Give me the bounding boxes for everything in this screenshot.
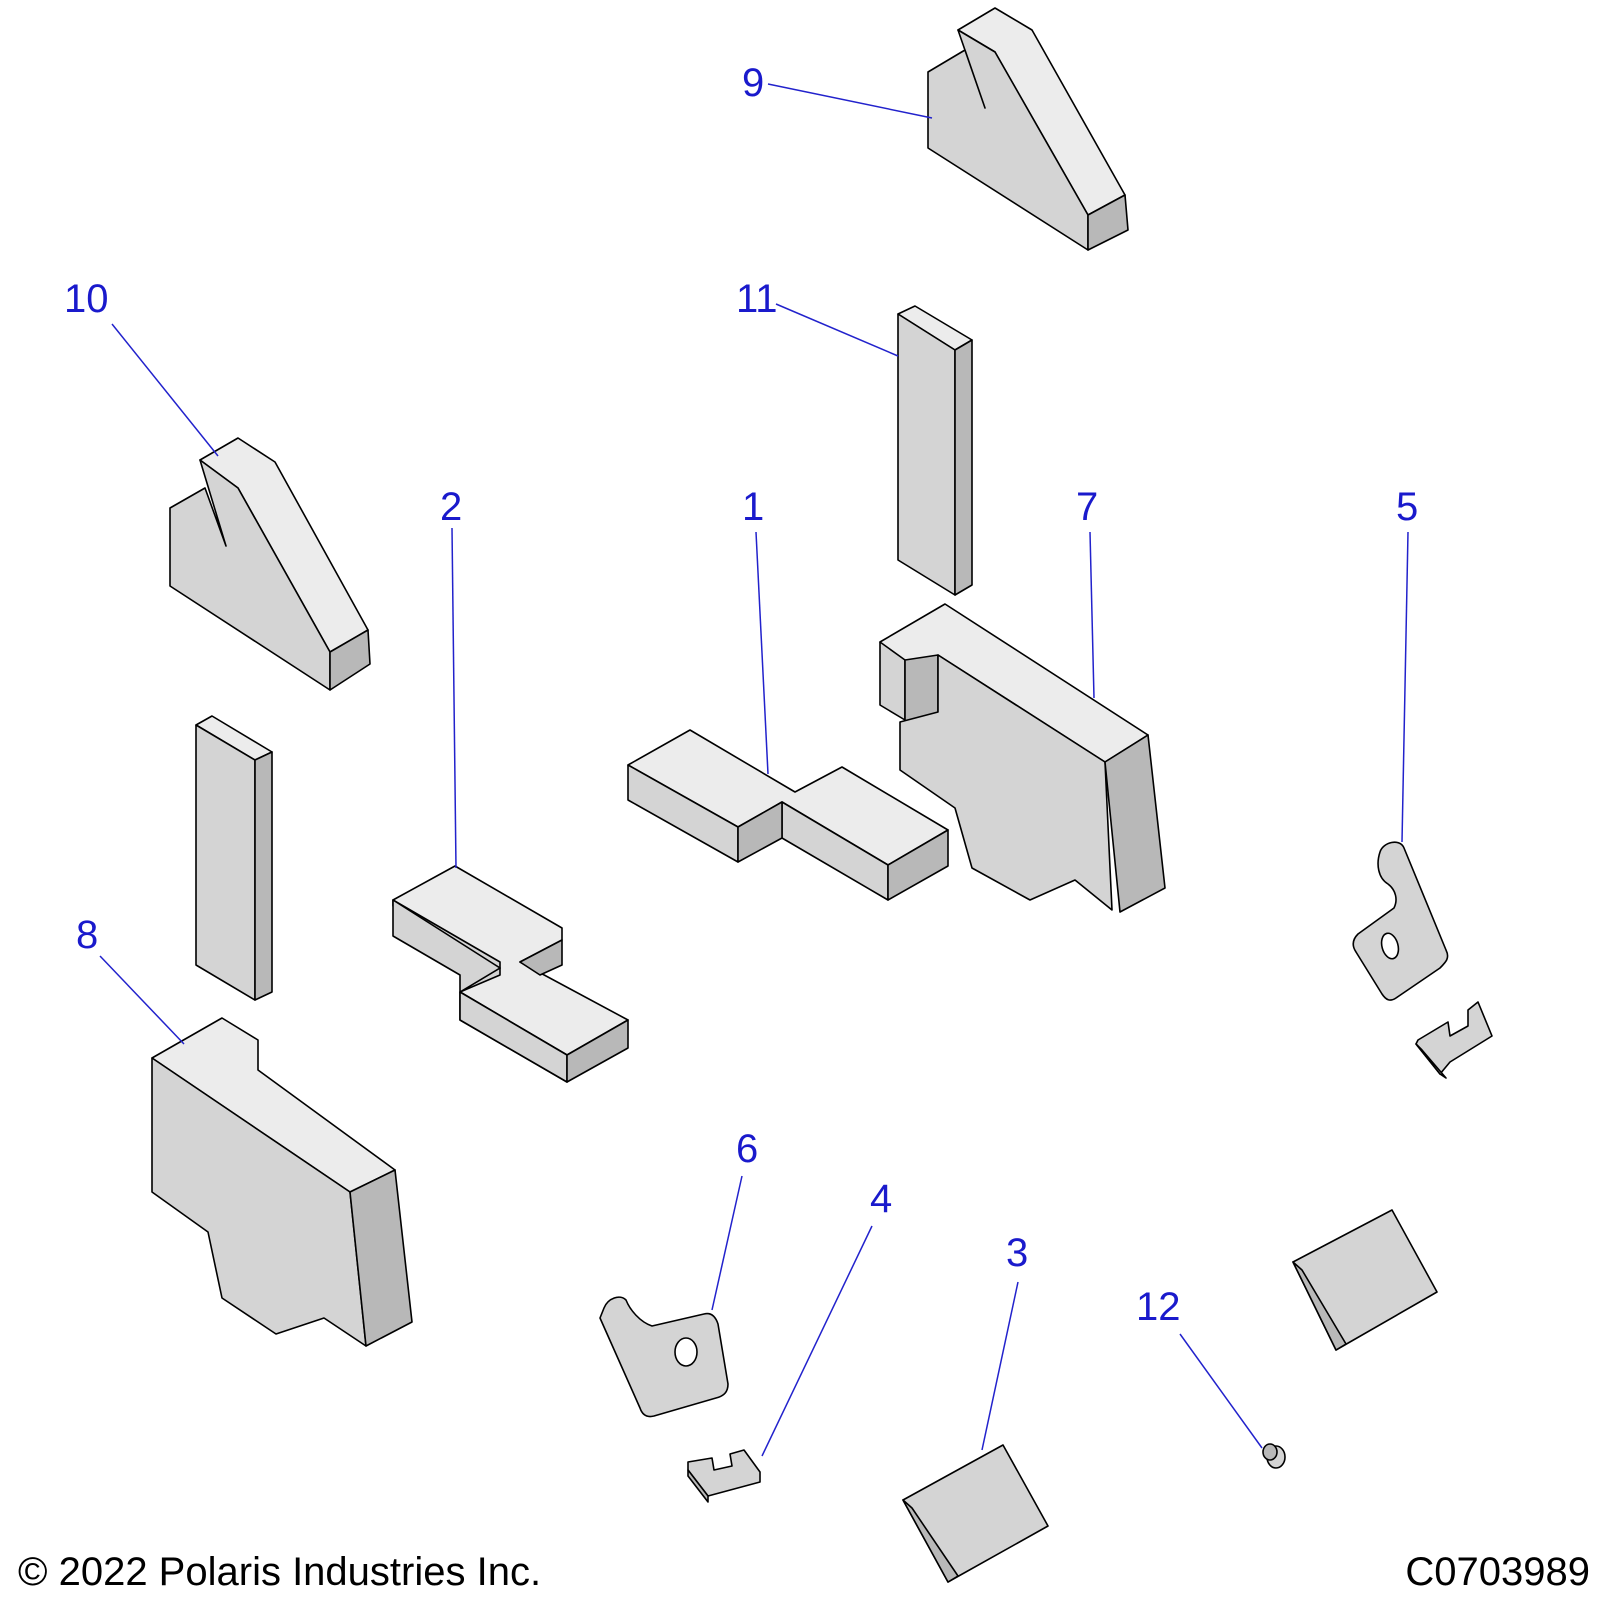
part-4-clip-upper (1415, 1001, 1493, 1079)
leader-1 (755, 531, 769, 775)
part-3-pad-lower (902, 1444, 1049, 1583)
callout-4: 4 (870, 1177, 892, 1221)
callout-1: 1 (742, 485, 764, 529)
callout-8: 8 (76, 913, 98, 957)
part-6-bracket (599, 1296, 729, 1418)
part-11-bar (897, 305, 973, 596)
callout-12: 12 (1136, 1285, 1181, 1329)
callout-10: 10 (64, 277, 109, 321)
drawing-number: C0703989 (1405, 1550, 1590, 1594)
leader-9 (767, 83, 933, 119)
part-7-block (879, 603, 1166, 913)
part-10-wedge (169, 437, 371, 691)
leader-2 (451, 527, 457, 869)
callout-11: 11 (736, 277, 778, 321)
leader-10 (111, 323, 219, 457)
part-1-block (627, 729, 949, 901)
leader-11 (775, 303, 899, 357)
part-3-pad-upper (1292, 1209, 1438, 1351)
leader-4 (761, 1225, 873, 1457)
leader-8 (99, 955, 185, 1045)
leader-lines (99, 83, 1409, 1457)
leader-12 (1179, 1333, 1263, 1449)
leader-7 (1089, 531, 1095, 699)
callout-6: 6 (736, 1127, 758, 1171)
callout-3: 3 (1006, 1231, 1028, 1275)
part-8-bar (195, 715, 273, 1001)
callout-5: 5 (1396, 485, 1418, 529)
part-12-plug (1262, 1443, 1286, 1469)
part-4-clip-lower (687, 1449, 761, 1503)
callout-9: 9 (742, 61, 764, 105)
callout-7: 7 (1076, 485, 1098, 529)
part-9-wedge (927, 7, 1129, 251)
leader-5 (1401, 531, 1409, 843)
part-2-block (392, 865, 629, 1083)
copyright-notice: © 2022 Polaris Industries Inc. (18, 1550, 542, 1594)
part-5-bracket (1352, 841, 1449, 1001)
leader-6 (711, 1175, 743, 1311)
leader-3 (981, 1281, 1019, 1451)
callout-numbers: 9 11 10 2 1 7 5 8 6 4 3 12 (64, 61, 1418, 1329)
callout-2: 2 (440, 485, 462, 529)
part-8-block (151, 1017, 413, 1347)
